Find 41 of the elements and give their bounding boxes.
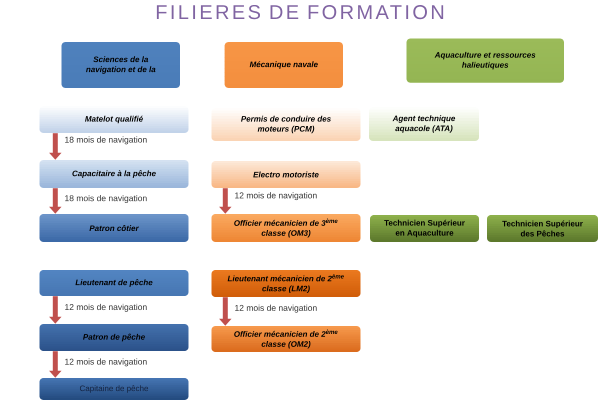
edge-label: 18 mois de navigation bbox=[64, 135, 148, 146]
qualification-box: Capitaine de pêche bbox=[40, 378, 188, 400]
node-label: Capitaine de pêche bbox=[80, 385, 148, 393]
qualification-box: Lieutenant mécanicien de 2$^{ème}$ classe (LM2) bbox=[212, 270, 360, 297]
node-label: Agent technique aquacole (ATA) bbox=[392, 115, 456, 133]
node-label: Capacitaire à la pêche bbox=[72, 170, 156, 178]
node-label: Mécanique navale bbox=[250, 61, 318, 69]
node-label: Matelot qualifié bbox=[85, 116, 143, 124]
qualification-box: Officier mécanicien de 2$^{ème}$ classe (OM2) bbox=[212, 326, 360, 352]
node-label: Technicien Supérieur des Pêches bbox=[502, 220, 583, 236]
qualification-box: Matelot qualifié bbox=[40, 106, 188, 133]
qualification-box: Electro motoriste bbox=[212, 161, 360, 188]
node-label: Permis de conduire des bbox=[241, 116, 331, 122]
node-label: Sciences de la navigation et de la bbox=[86, 56, 156, 74]
node-label: Officier mécanicien de 2$^{ème}$ classe (OM2) bbox=[234, 330, 338, 348]
node-label: Lieutenant mécanicien de 2$^{ème}$ classe (LM2) bbox=[228, 274, 344, 293]
node-label: Officier mécanicien de 3$^{ème}$ classe (OM3) bbox=[234, 218, 338, 238]
node-label: Electro motoriste bbox=[253, 172, 319, 178]
node-label: Aquaculture et ressources halieutiques bbox=[434, 52, 536, 70]
qualification-box: Technicien Supérieur en Aquaculture bbox=[370, 215, 479, 242]
title: FILIERES DE FORMATION bbox=[156, 5, 444, 20]
category-box: Aquaculture et ressources halieutiques bbox=[406, 38, 564, 83]
qualification-box: Agent technique aquacole (ATA) bbox=[369, 107, 479, 141]
qualification-box: Patron de pêche bbox=[40, 324, 188, 351]
edge-label: 18 mois de navigation bbox=[64, 194, 148, 204]
qualification-box: Permis de conduire des moteurs (PCM) bbox=[212, 108, 360, 141]
category-box: Mécanique navale bbox=[224, 42, 343, 88]
node-label: Technicien Supérieur en Aquaculture bbox=[384, 220, 465, 238]
category-box: Sciences de la navigation et de la bbox=[62, 42, 180, 88]
edge-label: 12 mois de navigation bbox=[234, 304, 318, 314]
node-label: Patron de pêche bbox=[83, 334, 145, 342]
qualification-box: Patron côtier bbox=[40, 214, 188, 242]
qualification-box: Capacitaire à la pêche bbox=[40, 160, 188, 188]
qualification-box: Technicien Supérieur des Pêches bbox=[487, 215, 598, 242]
edge-label: 12 mois de navigation bbox=[64, 302, 148, 313]
edge-label: 12 mois de navigation bbox=[234, 191, 318, 202]
node-label: Lieutenant de pêche bbox=[75, 279, 152, 287]
node-label: Patron côtier bbox=[89, 224, 140, 232]
qualification-box: Officier mécanicien de 3$^{ème}$ classe (OM3) bbox=[212, 214, 360, 242]
qualification-box: Lieutenant de pêche bbox=[40, 270, 188, 296]
edge-label: 12 mois de navigation bbox=[64, 357, 148, 368]
